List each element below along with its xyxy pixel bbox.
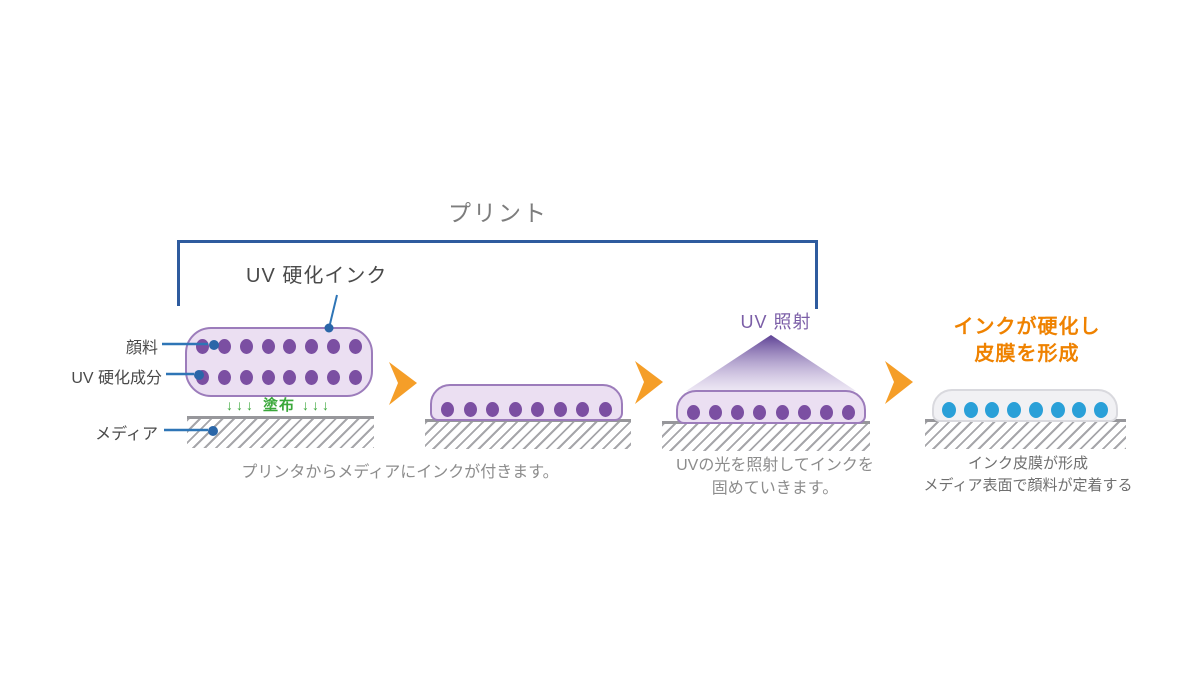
next-stage-arrow-icon — [389, 362, 417, 405]
media-surface-stage1 — [187, 416, 374, 448]
ink-particle-dot — [985, 402, 1000, 418]
stage3-caption-line2: 固めていきます。 — [711, 480, 839, 498]
media-surface-stage2 — [425, 419, 631, 449]
ink-blob-stage3 — [676, 390, 866, 424]
ink-particle-dot — [327, 370, 341, 385]
pigment-dot-row — [678, 392, 864, 422]
uv-ink-label: UV 硬化インク — [246, 265, 388, 287]
down-arrows-icon: ↓↓↓ — [302, 396, 332, 413]
ink-particle-dot — [797, 405, 811, 420]
coating-row: ↓↓↓ 塗布 ↓↓↓ — [190, 394, 368, 415]
uv-component-label: UV 硬化成分 — [71, 370, 162, 387]
ink-particle-dot — [841, 405, 855, 420]
down-arrows-icon: ↓↓↓ — [225, 396, 256, 413]
uv-irradiation-label: UV 照射 — [740, 312, 812, 332]
next-stage-arrow-icon — [885, 361, 913, 404]
ink-particle-dot — [463, 402, 477, 417]
ink-particle-dot — [261, 339, 275, 354]
pigment-dot-row-bottom — [187, 362, 371, 393]
pigment-label: 顔料 — [125, 340, 158, 357]
media-label: メディア — [95, 426, 158, 443]
pigment-dot-row — [432, 386, 621, 419]
media-surface-stage4 — [925, 419, 1126, 449]
ink-particle-dot — [1007, 402, 1022, 418]
ink-particle-dot — [753, 405, 767, 420]
ink-particle-dot — [819, 405, 833, 420]
ink-particle-dot — [195, 339, 209, 354]
fixed-pigment-dot-row — [934, 391, 1116, 420]
ink-particle-dot — [327, 339, 341, 354]
ink-particle-dot — [531, 402, 545, 417]
ink-particle-dot — [239, 339, 253, 354]
next-stage-arrow-icon — [635, 361, 663, 404]
ink-particle-dot — [217, 339, 231, 354]
ink-particle-dot — [941, 402, 956, 418]
ink-particle-dot — [239, 370, 253, 385]
print-bracket-left — [177, 240, 180, 306]
ink-particle-dot — [283, 339, 297, 354]
print-bracket-top — [177, 240, 818, 243]
ink-particle-dot — [1028, 402, 1043, 418]
uv-light-cone-icon — [686, 335, 856, 391]
ink-particle-dot — [305, 339, 319, 354]
ink-particle-dot — [1050, 402, 1065, 418]
media-surface-stage3 — [662, 421, 870, 451]
ink-particle-dot — [731, 405, 745, 420]
ink-particle-dot — [709, 405, 723, 420]
cured-ink-heading: インクが硬化し 皮膜を形成 — [922, 314, 1132, 368]
pigment-dot-row-top — [187, 331, 371, 362]
ink-blob-stage2 — [430, 384, 623, 421]
ink-particle-dot — [349, 370, 362, 385]
ink-particle-dot — [217, 370, 231, 385]
ink-blob-stage1 — [185, 327, 373, 397]
stage1-caption: プリンタからメディアにインクが付きます。 — [241, 464, 559, 481]
stage3-caption: UVの光を照射してインクを 固めていきます。 — [650, 454, 900, 500]
ink-particle-dot — [349, 339, 362, 354]
cured-ink-heading-line2: 皮膜を形成 — [974, 343, 1080, 365]
ink-particle-dot — [486, 402, 500, 417]
ink-particle-dot — [195, 370, 209, 385]
ink-particle-dot — [261, 370, 275, 385]
print-bracket-right — [815, 240, 818, 309]
ink-particle-dot — [508, 402, 522, 417]
stage3-caption-line1: UVの光を照射してインクを — [676, 457, 874, 474]
ink-film-stage4 — [932, 389, 1118, 422]
stage4-caption: インク皮膜が形成 メディア表面で顔料が定着する — [910, 453, 1146, 497]
ink-particle-dot — [553, 402, 567, 417]
coating-label: 塗布 — [262, 397, 295, 414]
ink-particle-dot — [1094, 402, 1109, 418]
ink-particle-dot — [441, 402, 455, 417]
diagram-title: プリント — [448, 200, 548, 226]
ink-particle-dot — [963, 402, 978, 418]
stage4-caption-line1: インク皮膜が形成 — [967, 455, 1088, 472]
ink-particle-dot — [283, 370, 297, 385]
ink-particle-dot — [687, 405, 701, 420]
ink-particle-dot — [775, 405, 789, 420]
ink-particle-dot — [1072, 402, 1087, 418]
cured-ink-heading-line1: インクが硬化し — [953, 316, 1101, 338]
ink-particle-dot — [305, 370, 319, 385]
ink-particle-dot — [576, 402, 590, 417]
ink-particle-dot — [598, 402, 612, 417]
stage4-caption-line2: メディア表面で顔料が定着する — [923, 476, 1133, 494]
